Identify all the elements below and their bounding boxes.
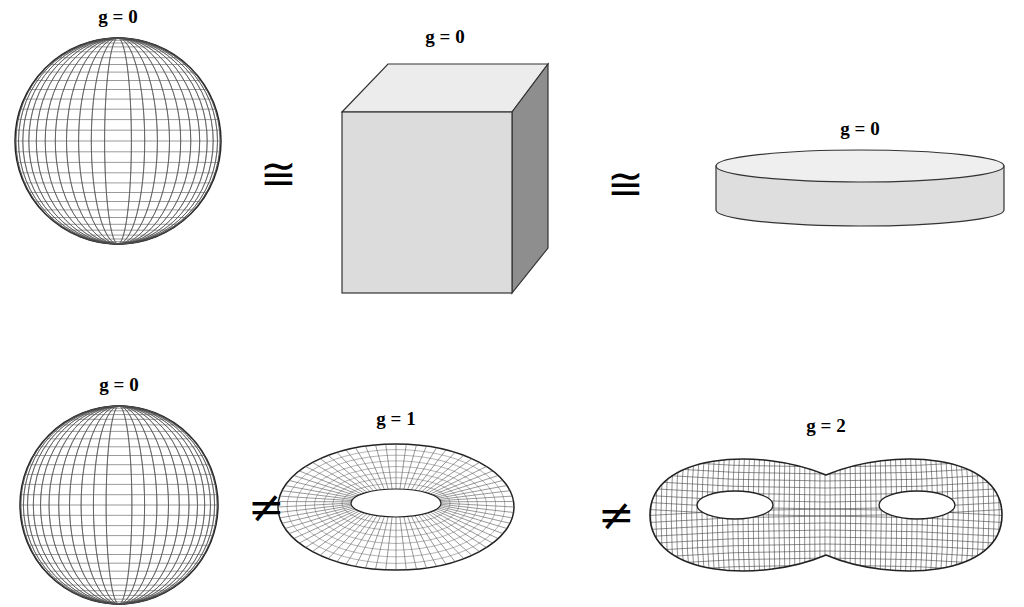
genus-label: g = 0 xyxy=(320,26,570,48)
disc-shape: g = 0 xyxy=(714,148,1006,230)
sphere-shape: g = 0 xyxy=(13,36,223,246)
genus-label: g = 0 xyxy=(0,6,243,28)
cube-shape: g = 0 xyxy=(340,60,550,296)
double-torus-shape: g = 2 xyxy=(640,445,1012,585)
sphere-shape-outline xyxy=(13,36,223,246)
relation-symbol: ≠ xyxy=(598,493,635,537)
sphere-shape-outline xyxy=(18,404,220,606)
genus-label: g = 1 xyxy=(256,408,536,430)
genus-label: g = 2 xyxy=(620,415,1024,437)
relation-symbol: ≠ xyxy=(248,485,285,529)
sphere-shape: g = 0 xyxy=(18,404,220,606)
genus-label: g = 0 xyxy=(0,374,240,396)
double-torus-shape-outline xyxy=(640,445,1012,585)
torus-shape-outline xyxy=(276,442,516,572)
genus-label: g = 0 xyxy=(694,118,1024,140)
torus-shape: g = 1 xyxy=(276,442,516,572)
relation-symbol: ≅ xyxy=(607,162,644,206)
relation-symbol: ≅ xyxy=(260,152,297,196)
cube-shape-outline xyxy=(340,60,550,296)
disc-shape-outline xyxy=(714,148,1006,230)
